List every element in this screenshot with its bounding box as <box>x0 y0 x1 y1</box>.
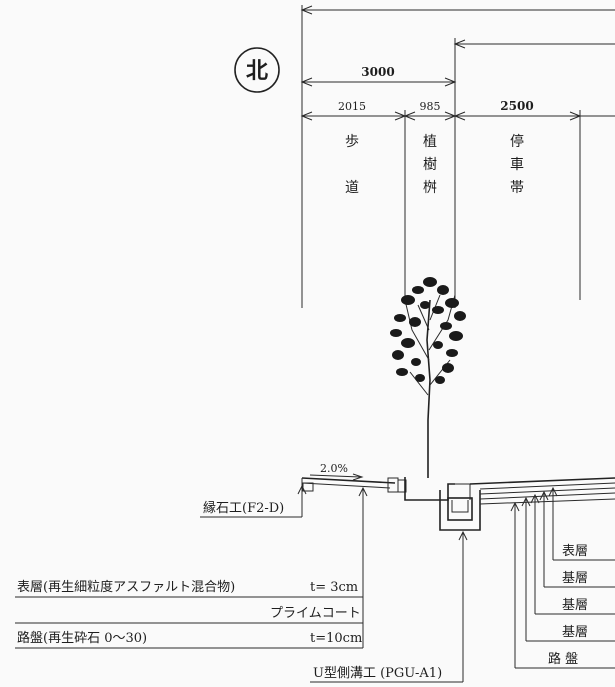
callout-roadbed-label: 路盤(再生砕石 0～30) <box>17 630 147 646</box>
dimension-parking-label: 2500 <box>500 99 533 113</box>
zone-planting-char-3: 桝 <box>423 180 437 196</box>
zone-parking-char-2: 車 <box>510 156 524 173</box>
zone-planting-char-1: 植 <box>423 134 437 150</box>
dimension-sidewalk-label: 2015 <box>338 100 366 113</box>
zone-labels: 歩 道 植 樹 桝 停 車 帯 <box>345 133 524 196</box>
zone-parking-char-3: 帯 <box>510 180 524 196</box>
zone-planting-char-2: 樹 <box>423 157 437 173</box>
zone-parking-char-1: 停 <box>510 133 524 150</box>
right-label-base-3: 基層 <box>562 625 588 640</box>
right-label-roadbed: 路 盤 <box>548 651 578 667</box>
callout-gutter-label: U型側溝工 (PGU-A1) <box>313 666 442 681</box>
dimension-planting-label: 985 <box>420 100 441 113</box>
north-symbol: 北 <box>234 47 280 93</box>
callout-curb-label: 縁石工(F2-D) <box>203 500 284 516</box>
right-callouts: 表層 基層 基層 基層 路 盤 <box>510 486 615 669</box>
north-label: 北 <box>246 58 268 84</box>
zone-sidewalk-char-1: 歩 <box>345 134 359 150</box>
right-label-base-2: 基層 <box>562 598 588 613</box>
pavement-section: 2.0% <box>301 462 615 531</box>
dimension-sub-row: 2015 985 2500 <box>300 99 615 300</box>
right-label-surface: 表層 <box>562 544 588 559</box>
dimension-3000: 3000 <box>300 38 457 308</box>
callout-surface-thickness: t= 3cm <box>310 580 358 595</box>
right-label-base-1: 基層 <box>562 571 588 586</box>
callout-surface-label: 表層(再生細粒度アスファルト混合物) <box>17 579 235 595</box>
top-dimension-line <box>300 5 615 308</box>
slope-label: 2.0% <box>320 462 348 475</box>
callout-roadbed-thickness: t=10cm <box>310 631 362 646</box>
zone-sidewalk-char-2: 道 <box>345 180 359 196</box>
left-callouts: 縁石工(F2-D) 表層(再生細粒度アスファルト混合物) t= 3cm プライム… <box>15 484 468 683</box>
callout-prime-coat: プライムコート <box>270 606 361 621</box>
dimension-total-label: 3000 <box>361 65 394 79</box>
tree-illustration <box>390 277 466 478</box>
